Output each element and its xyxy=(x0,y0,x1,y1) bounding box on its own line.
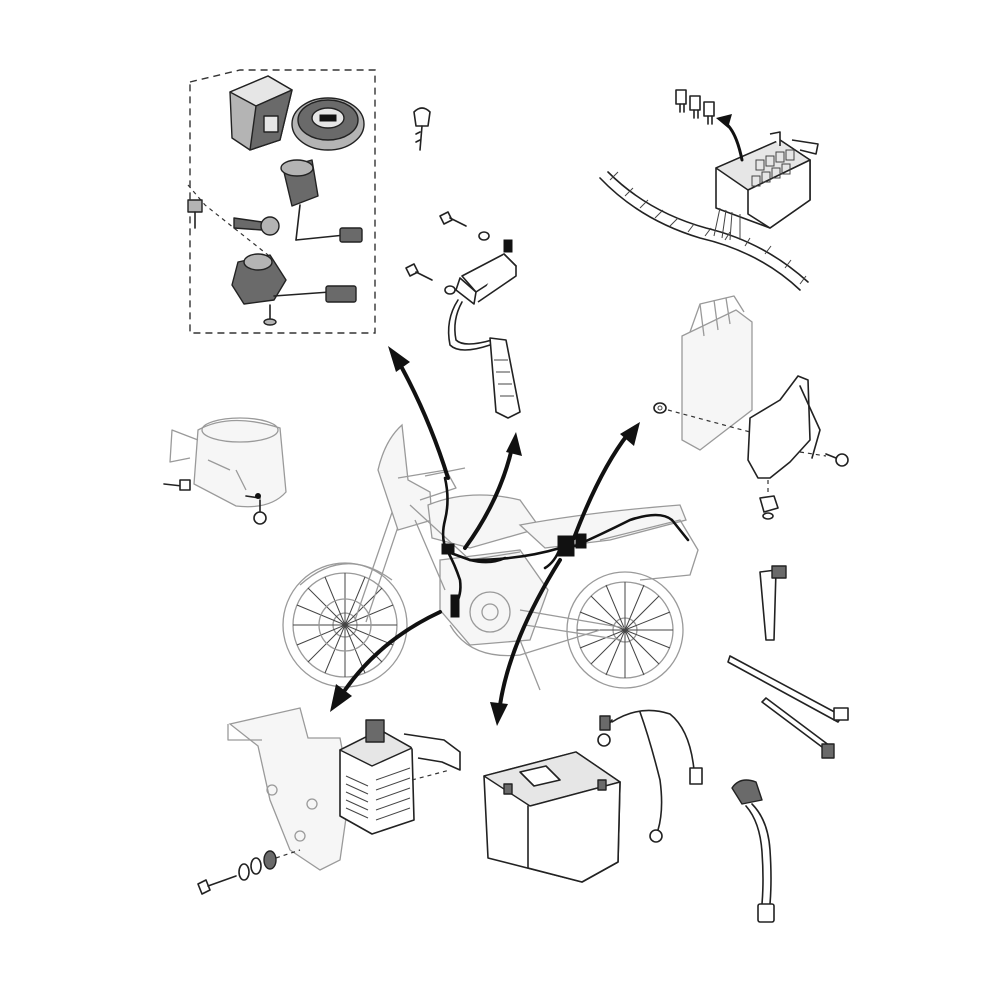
engine-control-unit xyxy=(653,295,849,520)
bolt-icon xyxy=(197,849,301,895)
ignition-lock-set-group xyxy=(187,69,376,334)
starter-relay-lead xyxy=(731,779,775,923)
key-icon xyxy=(233,216,280,236)
fuse-box xyxy=(599,89,819,291)
screw-icon xyxy=(405,263,456,295)
fuel-cap xyxy=(291,97,365,151)
motorcycle-silhouette xyxy=(282,423,699,691)
wiring-harness xyxy=(441,476,690,618)
callout-arrows xyxy=(330,346,640,726)
spare-fuses xyxy=(675,89,715,125)
ignition-switch xyxy=(231,253,357,326)
screw-icon xyxy=(439,211,490,241)
seat-lock-cylinder xyxy=(280,159,363,243)
battery xyxy=(483,751,621,883)
rectifier-regulator xyxy=(197,707,461,895)
ignition-key xyxy=(413,107,431,151)
immobilizer-unit xyxy=(229,75,293,151)
battery-cables xyxy=(597,709,703,843)
bolt-icon xyxy=(825,453,849,467)
ignition-coil xyxy=(405,211,521,419)
headlight-housing xyxy=(163,417,287,525)
cable-ties xyxy=(727,565,849,759)
bolt-icon xyxy=(187,199,203,229)
